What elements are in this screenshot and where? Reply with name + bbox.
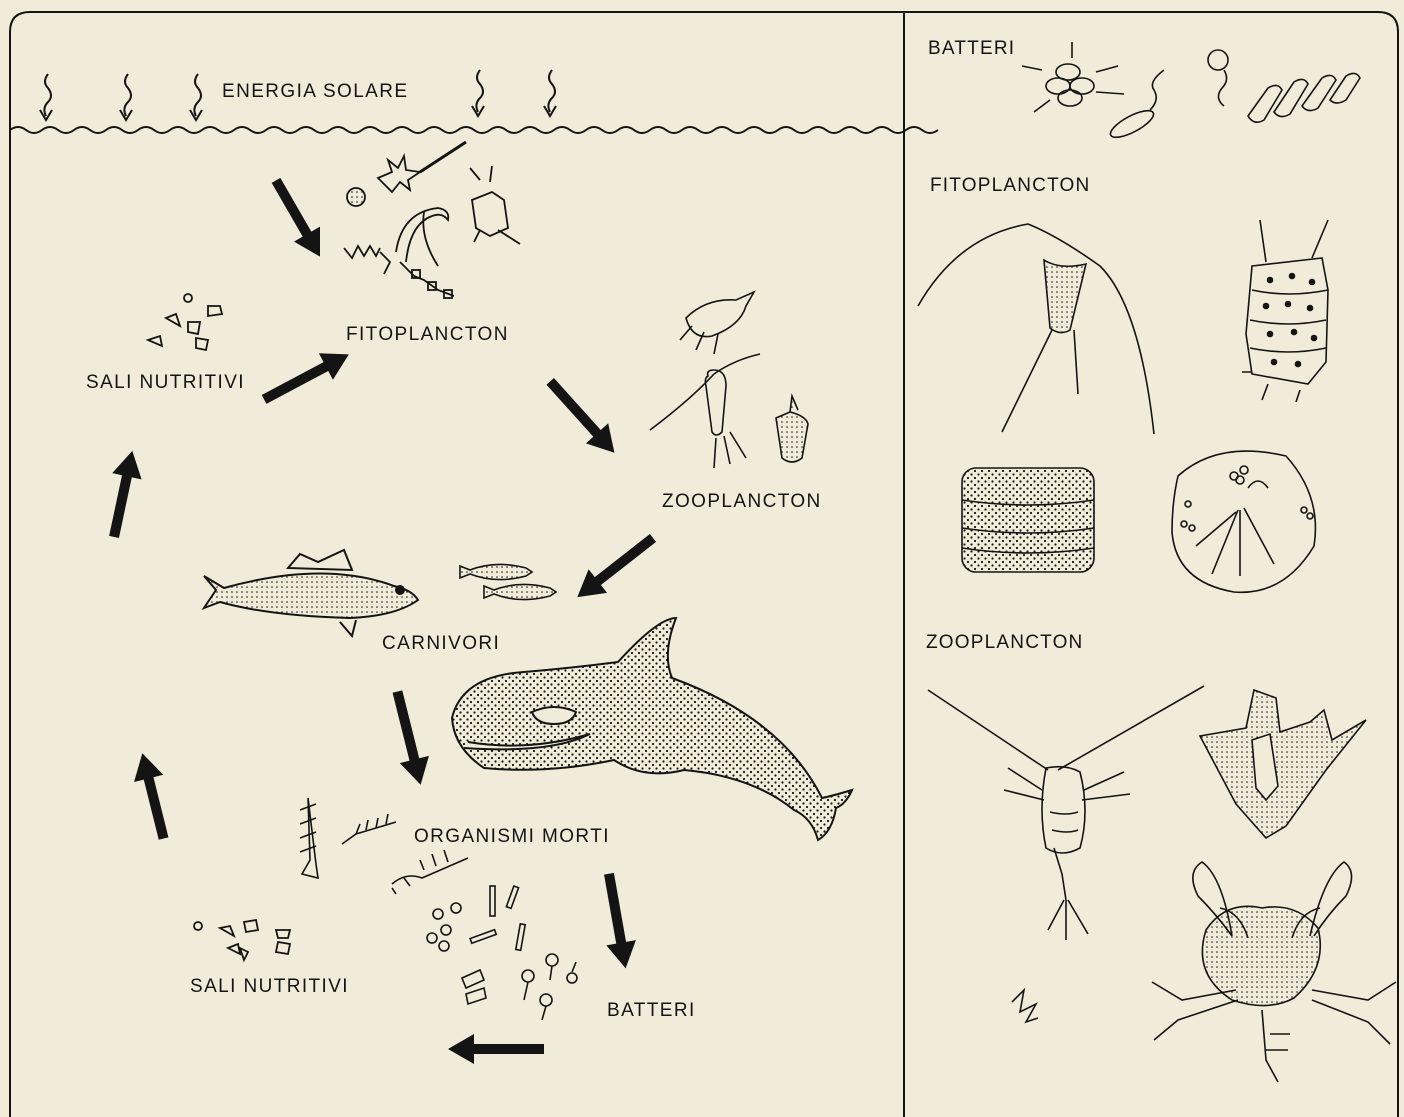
arrow-zoo-to-carnivores [568,526,662,609]
sun-ray-icon [40,74,52,120]
sun-ray-icon [190,74,202,120]
nutrient-fragments-top [148,294,222,350]
sun-ray-icon [544,70,556,116]
arrow-phyto-to-zoo [539,371,626,462]
small-fish-illustration [460,564,556,599]
orca-illustration [452,618,852,840]
panel-bacteria-heading: BATTERI [928,38,1015,60]
arrow-up-upper [99,448,147,540]
panel-zooplankton-heading: ZOOPLANCTON [926,632,1083,654]
zooplankton-label: ZOOPLANCTON [662,491,822,513]
sun-ray-icon [120,74,132,120]
panel-phytoplankton-illustration [918,220,1328,592]
solar-energy-label: ENERGIA SOLARE [222,81,408,103]
decomposer-bacteria-illustration [427,886,577,1020]
tuna-illustration [204,550,418,636]
diagram-frame [10,12,1398,1117]
arrow-sun-to-phyto [263,173,333,264]
nutrients-bottom-label: SALI NUTRITIVI [190,976,349,998]
zooplankton-cluster-illustration [650,292,808,468]
sea-surface-wave [10,127,938,133]
sun-ray-icon [472,70,484,116]
cycle-arrows [99,173,662,1064]
panel-bacteria-illustration [1022,42,1360,142]
phytoplankton-label: FITOPLANCTON [346,324,509,346]
panel-phytoplankton-heading: FITOPLANCTON [930,175,1090,197]
arrow-carnivores-to-dead [383,688,435,788]
arrow-up-lower [128,750,178,843]
phytoplankton-cluster-illustration [344,142,520,298]
nutrients-top-label: SALI NUTRITIVI [86,372,245,394]
arrow-bacteria-to-nutrients [448,1034,544,1064]
carnivores-label: CARNIVORI [382,633,500,655]
nutrient-fragments-bottom [194,920,290,960]
arrow-dead-to-bacteria [594,871,640,971]
bacteria-label: BATTERI [607,1000,696,1022]
arrow-nutrients-to-phyto [257,341,356,413]
panel-zooplankton-illustration [928,686,1396,1082]
dead-organisms-label: ORGANISMI MORTI [414,826,610,848]
